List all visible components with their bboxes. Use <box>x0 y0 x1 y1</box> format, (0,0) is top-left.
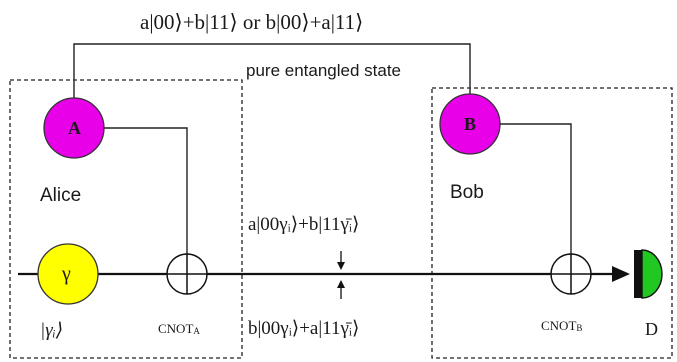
control-line-a <box>94 127 188 254</box>
entanglement-line <box>73 43 471 100</box>
alice-qubit-circle <box>43 97 105 159</box>
state-below-label: b|00γᵢ⟩+a|11γ̄ᵢ⟩ <box>248 318 360 339</box>
alice-label: Alice <box>40 185 82 206</box>
alice-box <box>9 79 243 359</box>
cnot-a-label: CNOTA <box>158 321 200 336</box>
alice-qubit-label: A <box>68 118 81 138</box>
control-line-b <box>490 123 572 254</box>
cnot-b-label: CNOTB <box>541 318 583 333</box>
arrow-up-head <box>337 280 345 288</box>
bob-box <box>431 87 673 359</box>
top-state-label: a|00⟩+b|11⟩ or b|00⟩+a|11⟩ <box>140 10 364 34</box>
photon-arrowhead <box>612 266 630 282</box>
arrow-down-head <box>337 262 345 270</box>
photon-label: γ <box>62 263 71 285</box>
gamma-ket-label: |γᵢ⟩ <box>40 320 64 341</box>
detector-label: D <box>645 319 658 339</box>
cnot-b-target <box>550 253 592 295</box>
bob-qubit-label: B <box>464 114 477 134</box>
photon-circle <box>37 243 99 305</box>
bob-label: Bob <box>450 182 484 203</box>
state-above-label: a|00γᵢ⟩+b|11γ̄ᵢ⟩ <box>248 214 360 235</box>
detector-icon <box>634 249 663 299</box>
cnot-a-target <box>166 253 208 295</box>
entangled-label: pure entangled state <box>246 61 402 80</box>
bob-qubit-circle <box>439 93 501 155</box>
